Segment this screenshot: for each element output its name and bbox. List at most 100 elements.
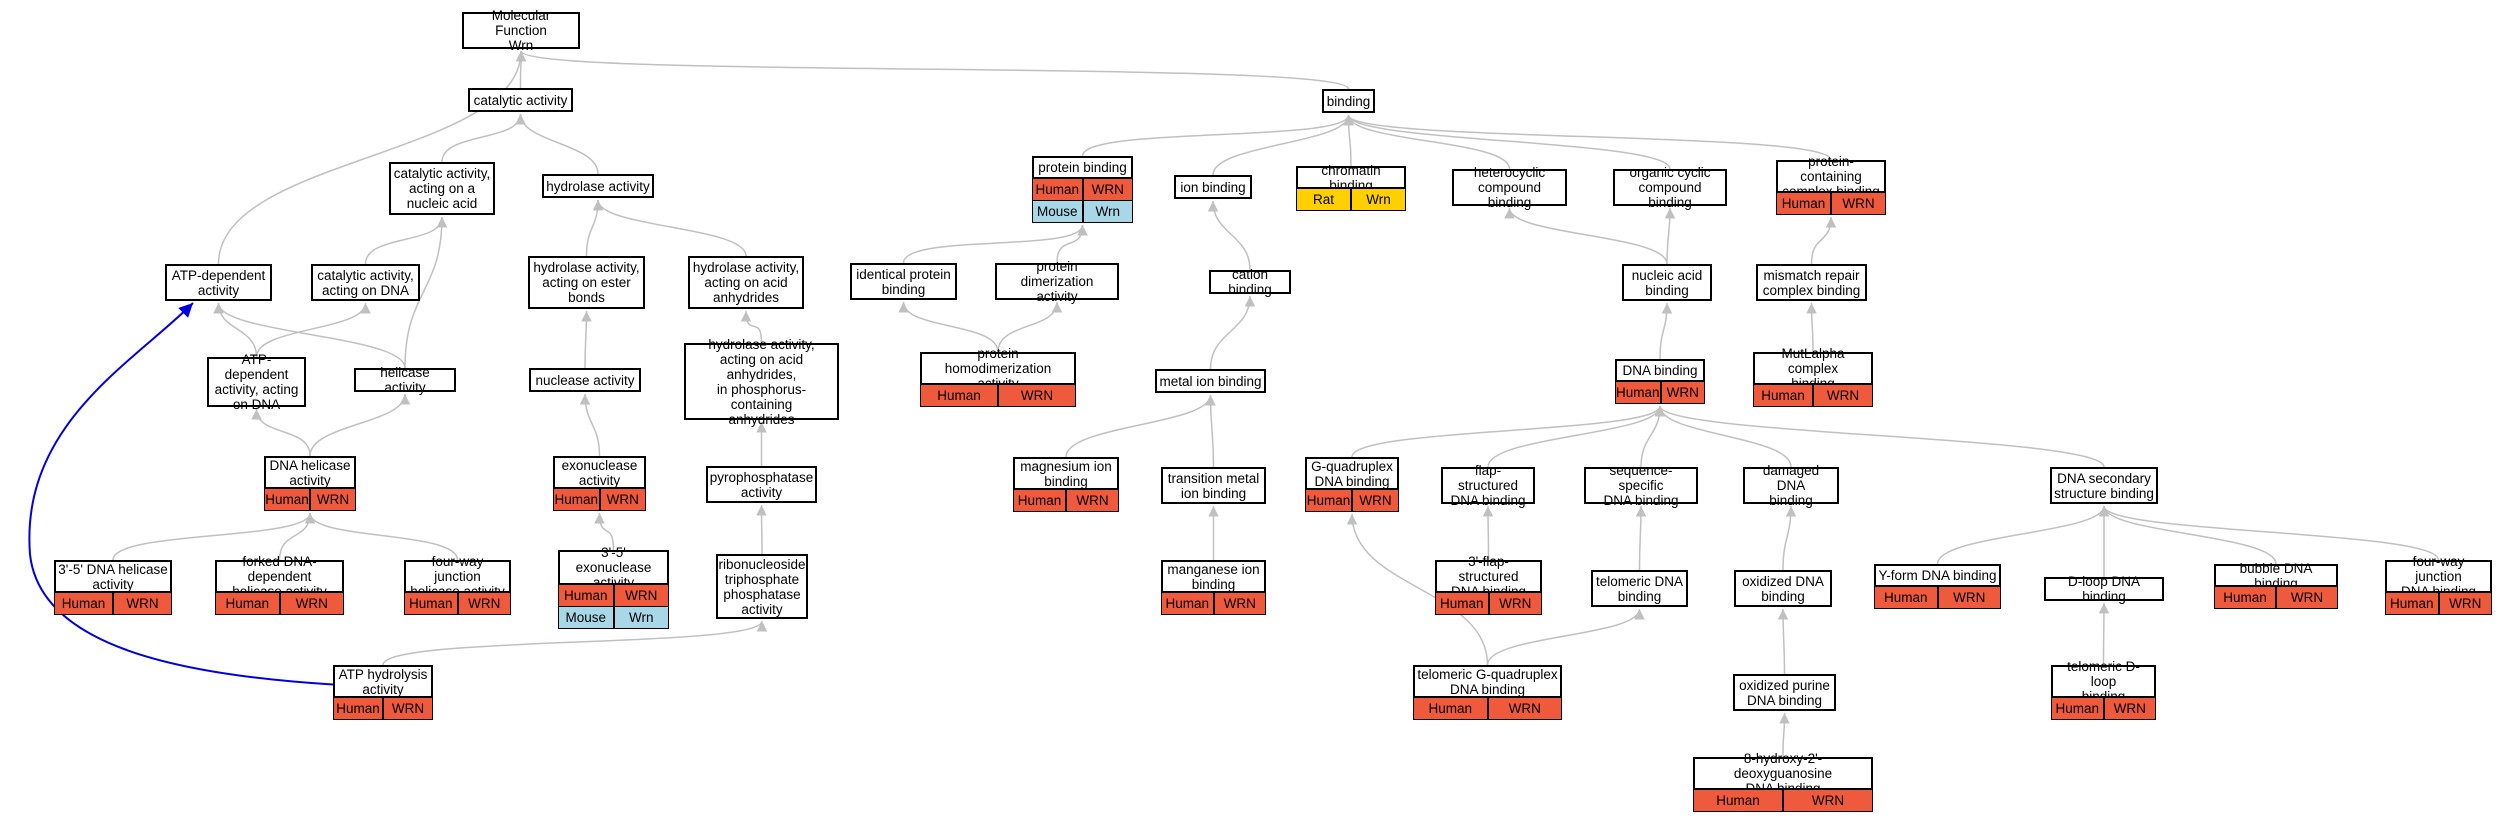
node-cat-dna[interactable]: catalytic activity,acting on DNA: [311, 264, 420, 301]
edge-atp-hyd-to-atp-dep-highlight: [28, 302, 334, 686]
node-metal-ion[interactable]: metal ion binding: [1155, 369, 1266, 393]
node-oxo-dg[interactable]: 8-hydroxy-2'-deoxyguanosineDNA bindingHu…: [1693, 751, 1873, 812]
node-label-line: binding: [1769, 493, 1813, 508]
node-label-line: four-way junction: [431, 554, 484, 584]
species-cell: Human: [558, 584, 614, 607]
node-label-line: acting on acid: [704, 275, 788, 290]
node-label: binding: [1322, 89, 1375, 113]
species-cell: Mouse: [1032, 200, 1083, 223]
node-label-line: ribonucleoside: [718, 556, 806, 572]
node-label-line: binding: [881, 281, 926, 297]
node-label-line: in phosphorus-containing: [716, 381, 807, 412]
node-forked[interactable]: forked DNA-dependenthelicase activityHum…: [215, 554, 344, 615]
node-label-line: telomeric G-quadruplex: [1417, 666, 1558, 682]
node-label-line: hydrolase activity,: [708, 336, 815, 352]
node-label-line: phosphatase: [723, 586, 801, 602]
node-label-line: binding: [1044, 473, 1088, 489]
species-cell: Human: [1693, 789, 1783, 812]
species-cell: Human: [1013, 489, 1066, 512]
node-catalytic[interactable]: catalytic activity: [468, 88, 573, 112]
gene-cell: WRN: [613, 584, 669, 607]
node-nuclease[interactable]: nuclease activity: [529, 368, 641, 392]
node-ion-binding[interactable]: ion binding: [1174, 175, 1252, 199]
node-tel-dloop[interactable]: telomeric D-loopbindingHumanWRN: [2051, 659, 2156, 720]
node-label-line: binding: [1191, 576, 1236, 592]
species-cell: Human: [2214, 586, 2276, 609]
gene-cell: WRN: [1660, 381, 1705, 404]
node-pcc-binding[interactable]: protein-containingcomplex bindingHumanWR…: [1776, 154, 1886, 215]
node-dloop[interactable]: D-loop DNA binding: [2044, 574, 2164, 604]
node-mutl[interactable]: MutLalpha complexbindingHumanWRN: [1753, 346, 1873, 407]
gene-cell: WRN: [1937, 586, 2001, 609]
node-label: telomeric D-loopbinding: [2051, 659, 2156, 704]
node-homodimer[interactable]: protein homodimerizationactivityHumanWRN: [920, 346, 1076, 407]
node-label-line: Y-form DNA binding: [1878, 568, 1997, 583]
node-label-line: pyrophosphatase: [709, 469, 814, 485]
node-cation[interactable]: cation binding: [1209, 267, 1291, 297]
node-fourway-hel[interactable]: four-way junctionhelicase activityHumanW…: [404, 554, 511, 615]
edge-transition-to-metal-ion: [1205, 394, 1216, 468]
edge-cat-dna-to-cat-na: [364, 216, 448, 265]
node-label-line: D-loop DNA binding: [2067, 574, 2141, 604]
node-label-line: magnesium ion: [1020, 458, 1112, 474]
node-label-line: identical protein: [856, 266, 951, 282]
node-hydrolase[interactable]: hydrolase activity: [542, 174, 654, 198]
edge-atp-hyd-to-ntp-phos: [382, 620, 768, 666]
node-binding[interactable]: binding: [1322, 89, 1375, 113]
edge-oxidized-to-damaged: [1782, 505, 1797, 571]
node-label: nuclease activity: [529, 368, 641, 392]
node-helicase[interactable]: helicase activity: [354, 365, 456, 395]
gene-cell: Wrn: [1351, 188, 1406, 211]
gene-cell: WRN: [998, 384, 1076, 407]
